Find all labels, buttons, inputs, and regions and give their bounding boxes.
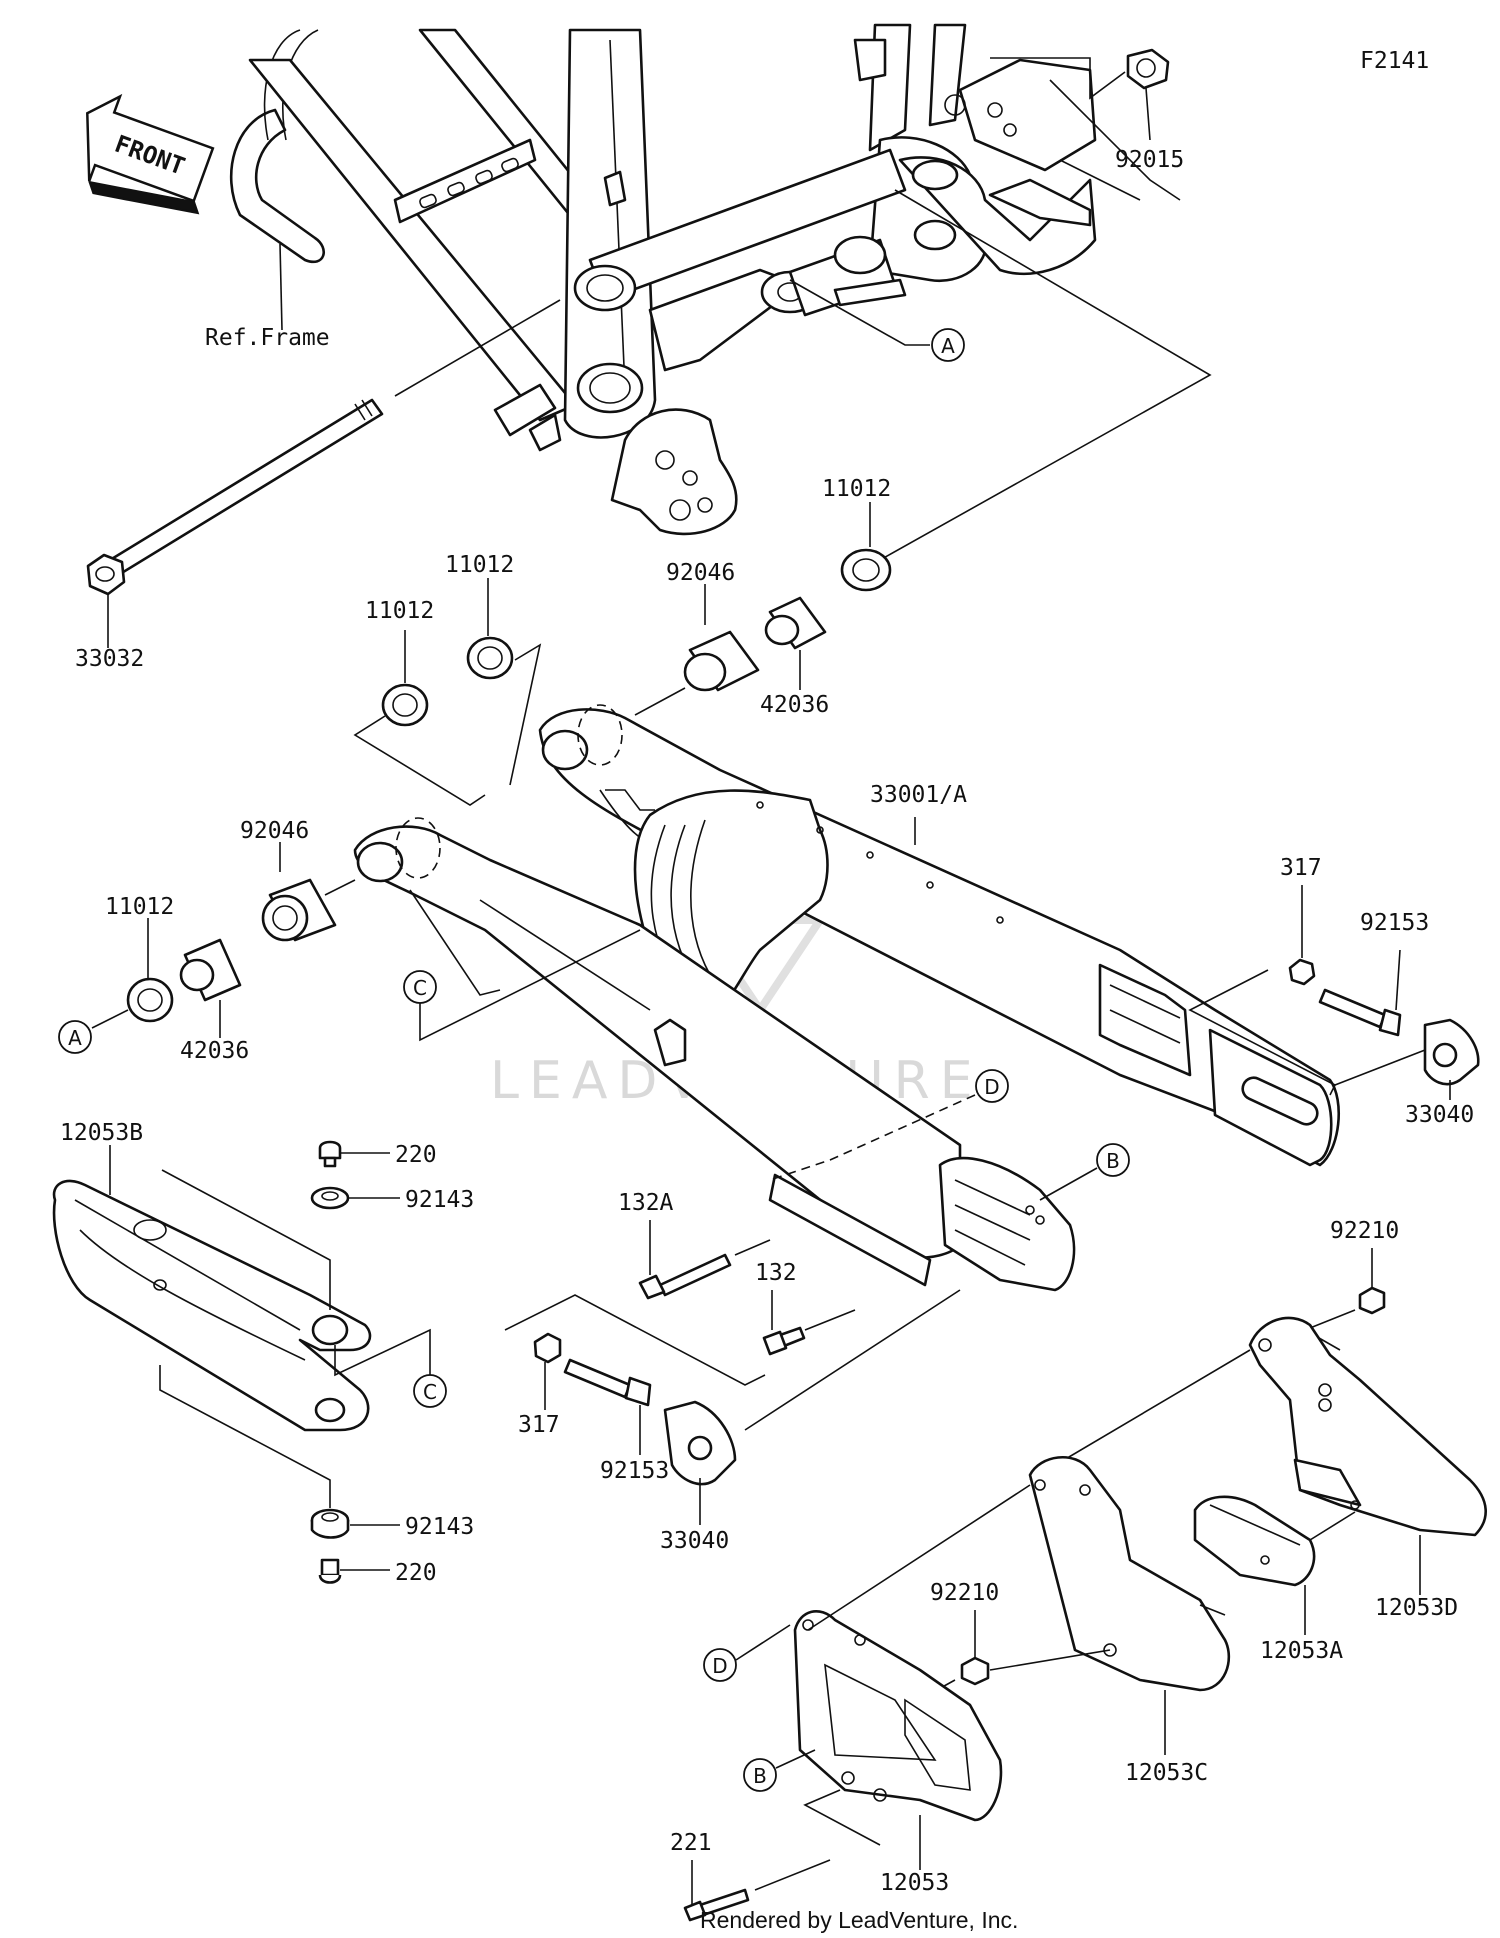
ref-mark-B-bottom [743,1758,777,1792]
callout-11012-top-right: 11012 [822,476,891,502]
callout-42036-top: 42036 [760,692,829,718]
part-11012-bearing-lower-left [126,977,174,1023]
footer-credit: Rendered by LeadVenture, Inc. [700,1907,1018,1933]
part-12053A-slider [1193,1495,1316,1587]
part-317-nut-lower [533,1332,562,1364]
callout-12053D: 12053D [1375,1595,1458,1621]
part-132A-bolt [638,1253,732,1300]
ref-mark-A-top [931,328,965,362]
callout-33001: 33001/A [870,782,967,808]
ref-frame-label: Ref.Frame [205,325,330,351]
part-92143-collar-bottom [310,1508,350,1539]
part-92046-needle-bearing-top [683,630,760,692]
svg-text:B: B [753,1764,767,1788]
callout-221: 221 [670,1830,712,1856]
part-12053D-guide-bracket [1248,1316,1487,1537]
callout-33040-right: 33040 [1405,1102,1474,1128]
callout-92210-lower: 92210 [930,1580,999,1606]
part-12053C-plate [1028,1456,1231,1692]
callout-92046-top: 92046 [666,560,735,586]
callout-11012-mid: 11012 [445,552,514,578]
diagram-code: F2141 [1360,48,1429,74]
ref-mark-A-bottom [58,1020,92,1054]
part-92210-nut-lower [960,1656,990,1686]
svg-text:A: A [68,1026,82,1050]
callout-11012-lower-left: 11012 [105,894,174,920]
callout-12053: 12053 [880,1870,949,1896]
svg-text:D: D [712,1654,727,1678]
part-33001-swingarm [353,704,1340,1292]
part-92210-nut-top [1358,1286,1386,1315]
part-221-screw [683,1888,750,1922]
callout-132A: 132A [618,1190,674,1216]
callout-317-right: 317 [1280,855,1322,881]
part-33040-adjuster-right [1423,1018,1480,1086]
part-92153-bolt-lower [563,1358,652,1407]
callout-92153-right: 92153 [1360,910,1429,936]
part-11012-bearing-mid [466,636,514,680]
callout-220-top: 220 [395,1142,437,1168]
callout-11012-left: 11012 [365,598,434,624]
part-42036-collar-top [764,596,827,650]
front-arrow-icon: FRONT [86,93,215,215]
callout-92143-top: 92143 [405,1187,474,1213]
part-132-bolt [762,1326,806,1356]
part-33040-adjuster-lower [663,1400,737,1486]
callout-317-lower: 317 [518,1412,560,1438]
callout-220-bottom: 220 [395,1560,437,1586]
callout-92046-lower: 92046 [240,818,309,844]
callout-92153-lower: 92153 [600,1458,669,1484]
callout-42036-lower: 42036 [180,1038,249,1064]
part-92143-collar-top [310,1186,350,1210]
svg-text:D: D [984,1075,999,1099]
part-12053-chain-guard-plate [793,1610,1003,1822]
ref-mark-D-top [975,1069,1009,1103]
svg-text:B: B [1106,1149,1120,1173]
part-92046-needle-bearing-lower [261,878,337,942]
svg-text:A: A [941,334,955,358]
ref-mark-D-bottom [703,1648,737,1682]
ref-mark-C-bottom [413,1374,447,1408]
callout-92143-bottom: 92143 [405,1514,474,1540]
ref-mark-B-top [1096,1143,1130,1177]
part-220-screw-bottom [318,1558,342,1584]
callout-12053B: 12053B [60,1120,143,1146]
part-12053B-chain-slider [52,1179,372,1432]
frame-illustration [229,23,1181,536]
part-92153-bolt-right [1318,988,1402,1037]
callout-92015: 92015 [1115,147,1184,173]
part-220-screw-top [318,1140,342,1168]
ref-frame-leader [279,243,283,331]
callout-132: 132 [755,1260,797,1286]
part-33032-pivot-shaft [86,398,384,596]
callout-12053A: 12053A [1260,1638,1343,1664]
callout-12053C: 12053C [1125,1760,1208,1786]
part-11012-bearing-left [381,683,429,727]
svg-text:C: C [413,976,427,1000]
callout-92210-top: 92210 [1330,1218,1399,1244]
part-317-nut-right [1288,958,1316,986]
part-11012-bearing-top-right [840,548,892,592]
part-42036-collar-lower [179,938,242,1002]
callout-33040-lower: 33040 [660,1528,729,1554]
svg-text:C: C [423,1380,437,1404]
part-92015-nut [1126,48,1170,90]
callout-33032: 33032 [75,646,144,672]
